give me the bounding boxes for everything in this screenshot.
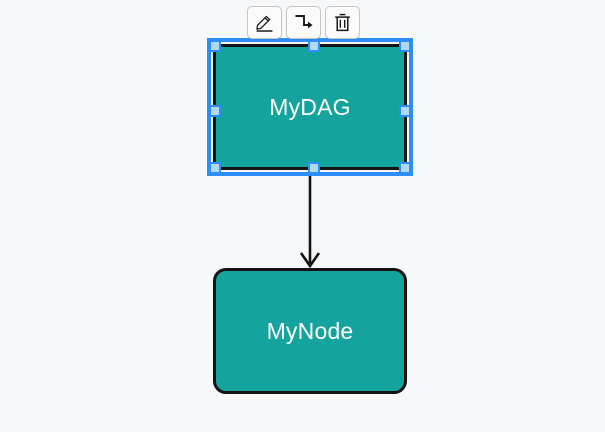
edit-button[interactable] — [247, 6, 282, 39]
node-label: MyDAG — [269, 93, 351, 120]
delete-button[interactable] — [325, 6, 360, 39]
graph-node-mydag[interactable]: MyDAG — [213, 44, 407, 170]
node-label: MyNode — [266, 317, 354, 344]
trash-icon — [332, 12, 353, 33]
elbow-arrow-icon — [293, 12, 314, 33]
edge-mydag-to-mynode[interactable] — [299, 176, 321, 269]
add-edge-button[interactable] — [286, 6, 321, 39]
node-context-toolbar — [247, 6, 360, 39]
pencil-icon — [254, 12, 275, 33]
edge-arrowhead — [299, 252, 321, 269]
graph-node-mynode[interactable]: MyNode — [213, 268, 407, 394]
